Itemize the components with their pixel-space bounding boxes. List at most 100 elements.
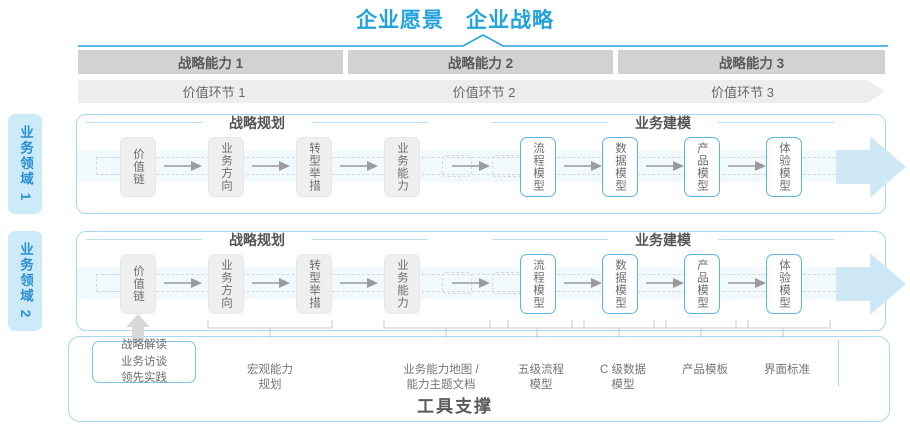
node-planning-1-3-label: 转型举措 xyxy=(308,142,321,192)
modeling-rule-right-1 xyxy=(718,122,834,124)
modeling-rule-left-1 xyxy=(492,122,608,124)
node-planning-2-2-label: 业务方向 xyxy=(220,259,233,309)
node-modeling-2-2[interactable]: 数据模型 xyxy=(602,254,638,314)
node-modeling-2-1-label: 流程模型 xyxy=(532,259,545,309)
domain-row-1-track xyxy=(96,157,876,175)
page-title: 企业愿景企业战略 xyxy=(0,4,910,34)
node-planning-1-2-label: 业务方向 xyxy=(220,142,233,192)
vision-connector-line xyxy=(78,34,888,47)
tool-label-2: 业务能力地图 / 能力主题文档 xyxy=(376,347,506,394)
tool-label-4: C 级数据 模型 xyxy=(574,347,672,394)
arrow-icon-r1-g xyxy=(728,161,766,171)
planning-rule-left-2 xyxy=(86,239,202,241)
tool-support-title: 工具支撑 xyxy=(0,392,910,417)
arrow-icon-r1-d xyxy=(452,161,490,171)
tool-label-4-text: C 级数据 模型 xyxy=(600,363,646,392)
placeholder-stub-left-1 xyxy=(96,157,122,175)
value-chevron-2-label: 价值环节 2 xyxy=(452,85,516,100)
modeling-rule-right-2 xyxy=(718,239,834,241)
planning-rule-right-1 xyxy=(312,122,428,124)
vision-title: 企业愿景 xyxy=(356,9,444,32)
node-modeling-1-1[interactable]: 流程模型 xyxy=(520,137,556,197)
planning-section-title-2: 战略规划 xyxy=(202,230,312,250)
tool-label-1: 宏观能力 规划 xyxy=(210,347,330,394)
node-modeling-1-3-label: 产品模型 xyxy=(696,142,709,192)
node-planning-1-2[interactable]: 业务方向 xyxy=(208,137,244,197)
tool-label-2-text: 业务能力地图 / 能力主题文档 xyxy=(403,363,479,392)
node-planning-2-4[interactable]: 业务能力 xyxy=(384,254,420,314)
value-chevron-1-label: 价值环节 1 xyxy=(182,85,246,100)
arrow-icon-r2-b xyxy=(252,278,290,288)
tool-label-6: 界面标准 xyxy=(738,347,836,378)
node-planning-1-1-label: 价值链 xyxy=(132,148,145,186)
node-modeling-1-4[interactable]: 体验模型 xyxy=(766,137,802,197)
tool-label-3-text: 五级流程 模型 xyxy=(518,363,564,392)
capability-band-3[interactable]: 战略能力 3 xyxy=(618,50,885,74)
planning-title-text-2: 战略规划 xyxy=(229,232,285,248)
arrow-icon-r1-c xyxy=(340,161,378,171)
tool-label-1-text: 宏观能力 规划 xyxy=(247,363,293,392)
planning-rule-right-2 xyxy=(312,239,428,241)
planning-title-text-1: 战略规划 xyxy=(229,115,285,131)
node-modeling-1-4-label: 体验模型 xyxy=(778,142,791,192)
node-modeling-2-2-label: 数据模型 xyxy=(614,259,627,309)
arrow-icon-r1-f xyxy=(646,161,684,171)
node-planning-1-4-label: 业务能力 xyxy=(396,142,409,192)
arrow-icon-r2-c xyxy=(340,278,378,288)
node-planning-1-1[interactable]: 价值链 xyxy=(120,137,156,197)
arrow-icon-r2-d xyxy=(452,278,490,288)
node-planning-2-1[interactable]: 价值链 xyxy=(120,254,156,314)
node-planning-2-2[interactable]: 业务方向 xyxy=(208,254,244,314)
node-modeling-1-3[interactable]: 产品模型 xyxy=(684,137,720,197)
arrow-icon-r2-g xyxy=(728,278,766,288)
node-planning-2-3-label: 转型举措 xyxy=(308,259,321,309)
placeholder-stub-right-2 xyxy=(492,272,522,294)
capability-band-3-label: 战略能力 3 xyxy=(718,56,785,71)
modeling-title-text-1: 业务建模 xyxy=(635,115,691,131)
sidebar-item-domain-2-label: 业务领域 2 xyxy=(18,242,33,320)
capability-band-2[interactable]: 战略能力 2 xyxy=(348,50,613,74)
modeling-title-text-2: 业务建模 xyxy=(635,232,691,248)
value-chevron-2[interactable]: 价值环节 2 xyxy=(348,80,638,103)
placeholder-stub-left-2 xyxy=(96,274,122,292)
value-chevron-1[interactable]: 价值环节 1 xyxy=(78,80,368,103)
node-modeling-2-1[interactable]: 流程模型 xyxy=(520,254,556,314)
sidebar-item-domain-1-label: 业务领域 1 xyxy=(18,125,33,203)
tool-support-title-text: 工具支撑 xyxy=(417,397,493,416)
planning-section-title-1: 战略规划 xyxy=(202,113,312,133)
sidebar-item-domain-1[interactable]: 业务领域 1 xyxy=(8,114,42,214)
placeholder-stub-right-1 xyxy=(492,155,522,177)
capability-band-2-label: 战略能力 2 xyxy=(447,56,514,71)
tool-bracket-group xyxy=(207,320,831,338)
node-planning-2-1-label: 价值链 xyxy=(132,265,145,303)
strategy-title: 企业战略 xyxy=(466,9,554,32)
capability-band-1[interactable]: 战略能力 1 xyxy=(78,50,343,74)
modeling-section-title-2: 业务建模 xyxy=(608,230,718,250)
modeling-rule-left-2 xyxy=(492,239,608,241)
arrow-icon-r1-b xyxy=(252,161,290,171)
value-chevron-3[interactable]: 价值环节 3 xyxy=(618,80,885,103)
node-planning-2-3[interactable]: 转型举措 xyxy=(296,254,332,314)
node-planning-2-4-label: 业务能力 xyxy=(396,259,409,309)
sidebar-item-domain-2[interactable]: 业务领域 2 xyxy=(8,231,42,331)
arrow-icon-r2-e xyxy=(564,278,602,288)
arrow-icon-r2-a xyxy=(164,278,202,288)
node-modeling-2-4[interactable]: 体验模型 xyxy=(766,254,802,314)
arrow-icon-r1-e xyxy=(564,161,602,171)
node-modeling-1-1-label: 流程模型 xyxy=(532,142,545,192)
node-planning-1-3[interactable]: 转型举措 xyxy=(296,137,332,197)
node-modeling-1-2[interactable]: 数据模型 xyxy=(602,137,638,197)
capability-band-1-label: 战略能力 1 xyxy=(177,56,244,71)
tool-label-3: 五级流程 模型 xyxy=(492,347,590,394)
node-modeling-2-3[interactable]: 产品模型 xyxy=(684,254,720,314)
domain-row-2-track xyxy=(96,274,876,292)
tool-label-6-text: 界面标准 xyxy=(764,363,810,376)
planning-rule-left-1 xyxy=(86,122,202,124)
tool-primary-box[interactable]: 战略解读 业务访谈 领先实践 xyxy=(92,339,196,384)
node-planning-1-4[interactable]: 业务能力 xyxy=(384,137,420,197)
domain-row-1-flow-arrow xyxy=(836,136,906,198)
tool-label-5-text: 产品模板 xyxy=(682,363,728,376)
tool-right-divider xyxy=(838,340,840,386)
tool-label-5: 产品模板 xyxy=(656,347,754,378)
